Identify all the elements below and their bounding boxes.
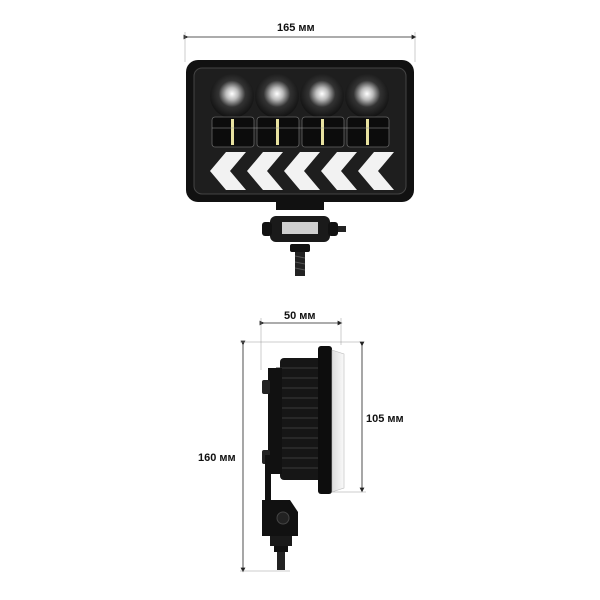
mount-bracket-side bbox=[262, 380, 298, 570]
drl-blocks bbox=[211, 116, 390, 148]
turn-signal-chevrons bbox=[210, 152, 394, 190]
side-lens bbox=[331, 349, 345, 493]
lens-height-label: 105 мм bbox=[366, 413, 404, 425]
heatsink bbox=[280, 358, 322, 480]
depth-label: 50 мм bbox=[284, 310, 316, 322]
height-label: 160 мм bbox=[198, 452, 236, 464]
high-beam-lenses bbox=[210, 74, 389, 118]
side-view bbox=[240, 318, 366, 573]
front-view bbox=[183, 32, 417, 276]
mount-bracket-front bbox=[262, 200, 346, 276]
width-label: 165 мм bbox=[277, 22, 315, 34]
